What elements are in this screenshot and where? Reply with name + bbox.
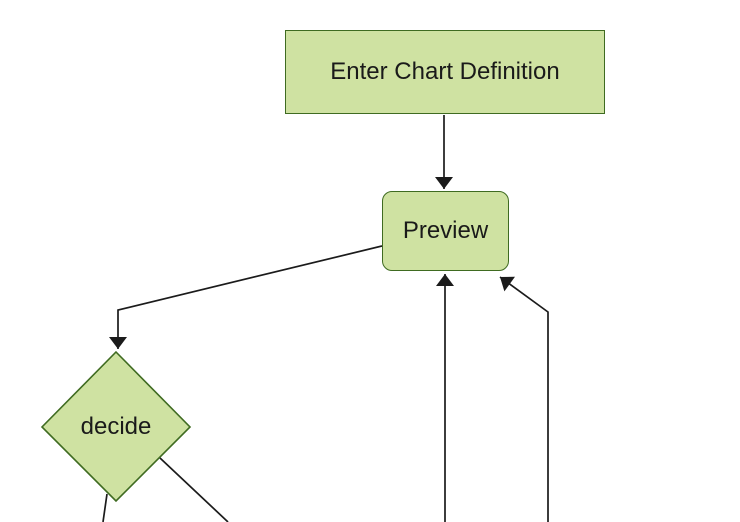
edge-bottom-right-to-preview [499,276,549,522]
node-preview[interactable]: Preview [382,191,509,271]
edge-decide-to-bottom-right [159,457,229,522]
edge-preview-to-decide [109,245,383,349]
node-preview-label: Preview [402,216,489,244]
node-enter-chart-definition-label: Enter Chart Definition [330,57,560,85]
node-enter-chart-definition[interactable]: Enter Chart Definition [285,30,605,114]
node-decide-diamond[interactable] [40,350,192,503]
edge-decide-to-bottom-left [102,493,108,522]
